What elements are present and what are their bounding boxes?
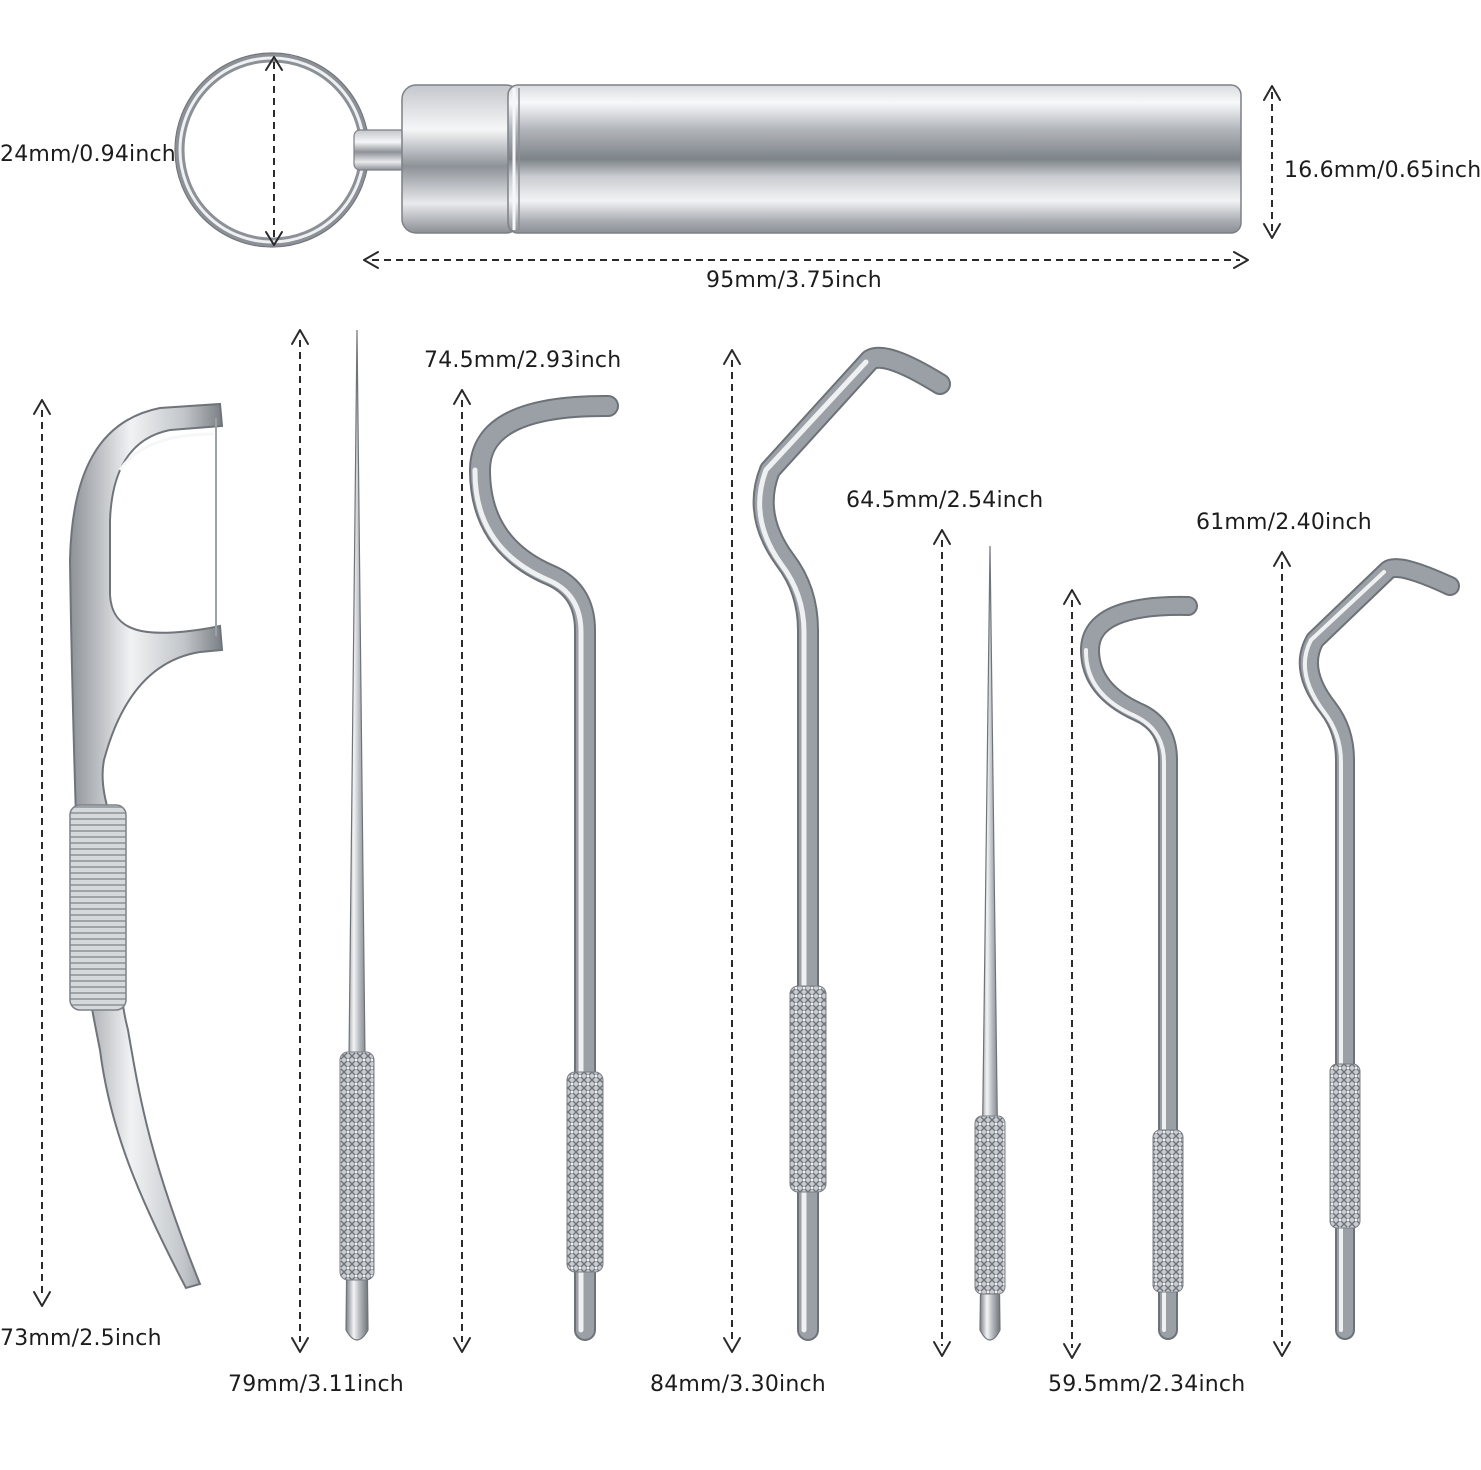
straight-pick-short-dimension <box>933 529 951 1357</box>
curved-hook-short-knurl <box>1152 1129 1184 1293</box>
angled-hook-long <box>752 346 951 1341</box>
angled-hook-short-knurl <box>1329 1063 1361 1229</box>
tube-diameter-dimension <box>1263 85 1281 239</box>
tube-length-dimension <box>363 251 1249 269</box>
tube-connector <box>353 129 407 171</box>
curved-hook-long-dimension <box>453 389 471 1353</box>
tube-cap <box>401 84 521 234</box>
angled-hook-long-dimension <box>723 349 741 1353</box>
straight-pick-short-label: 64.5mm/2.54inch <box>846 488 1044 513</box>
curved-hook-short-label: 59.5mm/2.34inch <box>1048 1372 1246 1397</box>
ring-diameter-dimension <box>265 56 283 246</box>
ring-diameter-label: 24mm/0.94inch <box>0 142 176 167</box>
curved-hook-long <box>469 394 619 1341</box>
curved-hook-short-dimension <box>1063 589 1081 1359</box>
straight-pick-long-label: 79mm/3.11inch <box>228 1372 404 1397</box>
floss-pick-label: 73mm/2.5inch <box>0 1326 162 1351</box>
straight-pick-long-knurl <box>339 1051 375 1281</box>
straight-pick-long-dimension <box>291 329 309 1353</box>
angled-hook-short <box>1298 558 1460 1340</box>
angled-hook-long-label: 84mm/3.30inch <box>650 1372 826 1397</box>
curved-hook-long-knurl <box>566 1071 604 1273</box>
tube-body <box>507 84 1242 234</box>
tube-diameter-label: 16.6mm/0.65inch <box>1284 158 1481 183</box>
angled-hook-short-dimension <box>1273 551 1291 1357</box>
curved-hook-long-label: 74.5mm/2.93inch <box>424 348 622 373</box>
floss-pick-grip <box>69 804 127 1011</box>
straight-pick-short <box>974 545 1006 1341</box>
floss-pick-dimension <box>33 399 51 1307</box>
floss-pick-tool <box>68 402 224 1290</box>
straight-pick-short-knurl <box>974 1115 1006 1295</box>
straight-pick-long <box>339 329 375 1341</box>
angled-hook-long-knurl <box>789 985 827 1193</box>
keyring-tube-case <box>174 52 1242 248</box>
angled-hook-short-label: 61mm/2.40inch <box>1196 510 1372 535</box>
curved-hook-short <box>1080 595 1198 1340</box>
tube-length-label: 95mm/3.75inch <box>706 268 882 293</box>
